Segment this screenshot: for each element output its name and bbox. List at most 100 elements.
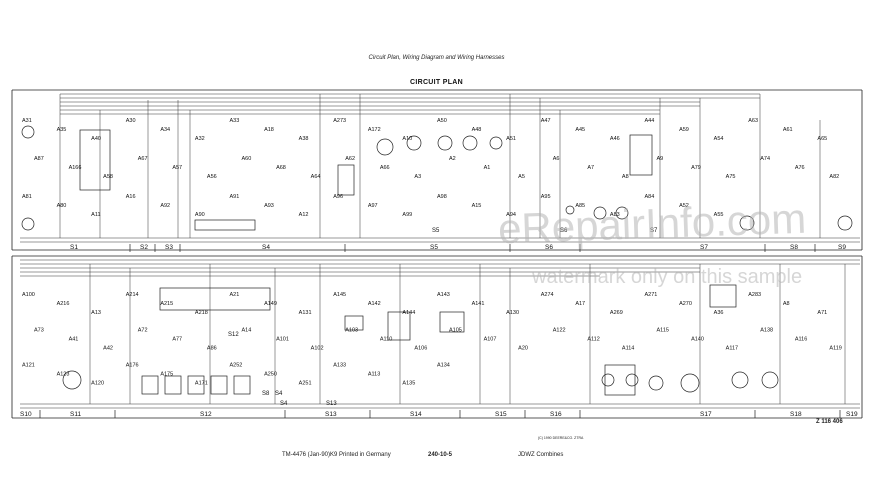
product-name: JDWZ Combines [518,452,564,458]
component-label: A87 [34,156,44,162]
section-label: S1 [70,244,78,251]
component-label: A42 [103,345,113,351]
component-label: A99 [402,212,412,218]
component-label: A8 [783,301,790,307]
component-label: A74 [760,156,770,162]
diagram-title: CIRCUIT PLAN [410,79,463,86]
section-label: S19 [846,411,858,418]
section-label: S10 [20,411,32,418]
component-label: A56 [207,174,217,180]
section-label: S6 [545,244,553,251]
component-label: A251 [299,381,312,387]
component-label: A123 [57,372,70,378]
component-label: A100 [22,292,35,298]
component-label: A172 [368,127,381,133]
component-label: A67 [138,156,148,162]
component-label: A1 [484,165,491,171]
component-label: A121 [22,363,35,369]
component-label: A270 [679,301,692,307]
section-label: S3 [165,244,173,251]
component-label: A63 [748,118,758,124]
component-label: A30 [126,118,136,124]
manual-reference: TM-4476 (Jan-90)K9 Printed in Germany [282,452,391,458]
component-label: A117 [726,345,738,351]
component-label: A110 [380,336,392,342]
component-label: A107 [484,336,497,342]
section-label-inline: S7 [650,228,658,234]
component-label: A175 [160,372,173,378]
component-label: A138 [760,327,773,333]
component-label: A120 [91,381,104,387]
component-label: A52 [679,203,689,209]
component-label: A82 [829,174,839,180]
section-label: S15 [495,411,507,418]
component-label: A141 [472,301,485,307]
component-label: A7 [587,165,594,171]
component-label: A135 [402,381,415,387]
component-label: A71 [817,310,827,316]
component-label: A31 [22,118,32,124]
component-label: A34 [160,127,170,133]
component-label: A92 [160,203,170,209]
component-label: A94 [506,212,516,218]
component-label: A134 [437,363,450,369]
component-label: A273 [333,118,346,124]
component-label: A20 [518,345,528,351]
component-label: A283 [748,292,761,298]
section-label-extra: S8 [262,391,270,397]
component-label: A72 [138,327,148,333]
component-label: A40 [91,136,101,142]
component-label: A144 [402,310,415,316]
component-label: A6 [553,156,560,162]
component-label: A18 [264,127,274,133]
drawing-number: Z 116 406 [816,419,843,425]
component-label: A17 [575,301,585,307]
component-label: A252 [230,363,243,369]
component-label: A62 [345,156,355,162]
component-label: A215 [160,301,173,307]
component-label: A166 [69,165,82,171]
component-label: A44 [645,118,655,124]
component-label: A119 [829,345,841,351]
component-label: A103 [345,327,358,333]
section-label: S16 [550,411,562,418]
component-label: A60 [242,156,252,162]
component-label: A95 [541,194,551,200]
component-label: A54 [714,136,724,142]
component-label: A5 [518,174,525,180]
component-label: A218 [195,310,208,316]
copyright-line: (C) 1990 DEERE&CO. ZTRA [538,436,584,440]
component-label: A73 [34,327,44,333]
component-label: A106 [414,345,427,351]
page-number: 240-10-5 [428,452,453,458]
component-label: A57 [172,165,182,171]
component-label: A41 [69,336,79,342]
component-label: A96 [333,194,343,200]
component-label: A130 [506,310,519,316]
component-label: A21 [230,292,240,298]
component-label: A140 [691,336,704,342]
component-label: A171 [195,381,208,387]
component-label: A85 [575,203,585,209]
section-label: S5 [430,244,438,251]
component-label: A47 [541,118,551,124]
component-label: A91 [230,194,240,200]
component-label: A116 [795,336,807,342]
component-label: A271 [645,292,658,298]
component-label: A11 [91,212,100,218]
component-label: A55 [714,212,724,218]
component-label: A142 [368,301,381,307]
section-label-inline: S12 [228,332,239,338]
component-label: A66 [380,165,390,171]
component-label: A58 [103,174,113,180]
component-label: A76 [795,165,805,171]
section-label: S9 [838,244,846,251]
section-label: S13 [325,411,337,418]
component-label: A101 [276,336,289,342]
section-label: S18 [790,411,802,418]
component-label: A98 [437,194,447,200]
watermark-note: watermark only on this sample [532,266,803,288]
component-label: A68 [276,165,286,171]
component-label: A45 [575,127,585,133]
